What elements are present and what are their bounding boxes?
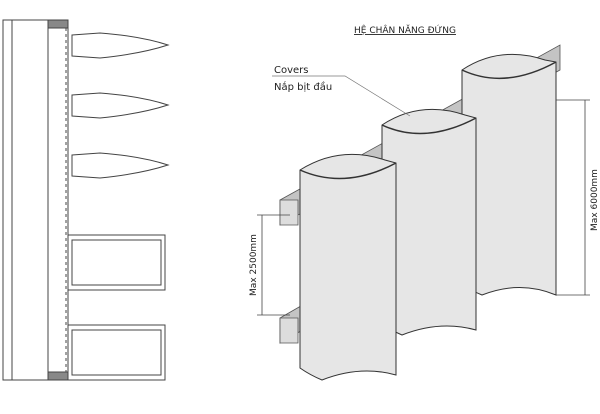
- panel-1: [299, 153, 397, 381]
- dimension-label-right: Max 6000mm: [590, 169, 600, 231]
- dimension-label-left: Max 2500mm: [249, 234, 259, 296]
- rectangular-profile: [67, 234, 166, 381]
- dimension-left: [257, 214, 290, 316]
- louver-panels: [299, 53, 557, 381]
- callout-leader: [272, 75, 411, 117]
- blade-section: [71, 32, 170, 179]
- frame-outer: [2, 19, 69, 381]
- section-elevation: [2, 19, 170, 381]
- callout-cover-vn: Nắp bịt đầu: [274, 80, 332, 93]
- dimension-right: [556, 99, 590, 296]
- diagram-title: HỆ CHÂN NĂNG ĐỨNG: [354, 24, 456, 36]
- callout-covers: Covers: [274, 65, 309, 76]
